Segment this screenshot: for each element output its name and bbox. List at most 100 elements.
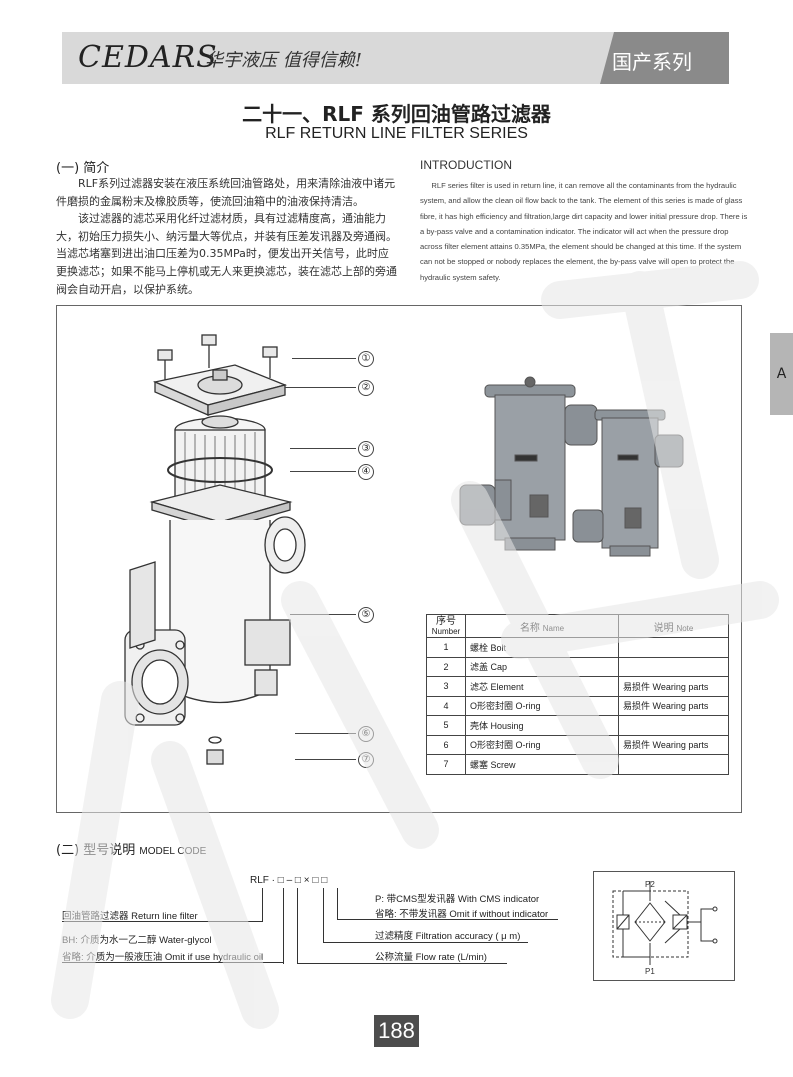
model-line-acc-h <box>323 942 528 943</box>
callout-leader-6 <box>295 733 356 734</box>
model-omit-medium: 省略: 介质为一般液压油 Omit if use hydraulic oil <box>62 949 263 963</box>
callout-leader-3 <box>290 448 356 449</box>
row-name-en: Bolt <box>490 642 507 653</box>
header-note-en: Note <box>676 623 694 633</box>
row-note <box>618 754 729 775</box>
series-tag: 国产系列 <box>612 50 692 74</box>
intro-en-text: RLF series filter is used in return line… <box>420 181 748 282</box>
model-line-flow <box>297 888 298 964</box>
row-note-en: Wearing parts <box>652 681 709 692</box>
row-note: 易损件 Wearing parts <box>618 695 729 716</box>
intro-cn-paragraph-2: 该过滤器的滤芯采用化纤过滤材质，具有过滤精度高，通油能力大，初始压力损失小、纳污… <box>56 212 397 296</box>
hydraulic-schematic: P2 P1 <box>593 871 735 981</box>
row-name-en: Cap <box>490 662 508 673</box>
row-number: 2 <box>426 656 466 677</box>
row-note-cn: 易损件 <box>623 740 651 751</box>
page-number: 188 <box>374 1015 419 1047</box>
row-name-cn: 滤芯 <box>470 681 489 692</box>
callout-leader-5 <box>290 614 356 615</box>
parts-table: 序号 Number 名称 Name 说明 Note 1 螺栓 Bolt 2 滤盖… <box>426 614 729 775</box>
row-number: 6 <box>426 734 466 755</box>
row-name: O形密封圈 O-ring <box>465 695 619 716</box>
row-number: 1 <box>426 637 466 658</box>
row-name: 螺塞 Screw <box>465 754 619 775</box>
row-name-en: O-ring <box>515 740 541 751</box>
model-omit-indicator: 省略: 不带发讯器 Omit if without indicator <box>375 906 548 920</box>
table-row: 5 壳体 Housing <box>426 715 729 736</box>
row-note: 易损件 Wearing parts <box>618 734 729 755</box>
callout-leader-4 <box>290 471 356 472</box>
table-row: 2 滤盖 Cap <box>426 656 729 677</box>
model-flow-en: Flow rate (L/min) <box>415 952 487 963</box>
model-flow-cn: 公称流量 <box>375 952 414 963</box>
row-name-cn: 螺栓 <box>470 642 489 653</box>
page-title: 二十一、RLF 系列回油管路过滤器 <box>242 102 551 126</box>
row-name: 壳体 Housing <box>465 715 619 736</box>
model-line-rlf <box>262 888 263 922</box>
model-code-heading-cn: (二) 型号说明 <box>56 843 136 858</box>
model-bh-en: Water-glycol <box>159 935 212 946</box>
exploded-view-drawing <box>124 334 306 765</box>
intro-en-heading: INTRODUCTION <box>420 158 512 172</box>
row-number: 5 <box>426 715 466 736</box>
model-line-p <box>337 888 338 920</box>
model-filtration: 过滤精度 Filtration accuracy ( μ m) <box>375 928 520 942</box>
model-line-acc <box>323 888 324 943</box>
row-number: 3 <box>426 676 466 697</box>
row-note: 易损件 Wearing parts <box>618 676 729 697</box>
row-note-en: Wearing parts <box>652 701 709 712</box>
model-omit-medium-en: Omit if use hydraulic oil <box>164 952 264 963</box>
callout-4: ④ <box>358 464 374 480</box>
model-return-filter-en: Return line filter <box>131 911 198 922</box>
bolt-1 <box>157 349 173 382</box>
row-note-en: Wearing parts <box>652 740 709 751</box>
row-name: 滤盖 Cap <box>465 656 619 677</box>
row-name-cn: 滤盖 <box>470 662 489 673</box>
row-name-cn: 壳体 <box>470 720 489 731</box>
callout-6: ⑥ <box>358 726 374 742</box>
intro-cn-text: RLF系列过滤器安装在液压系统回油管路处，用来清除油液中诸元件磨损的金属粉末及橡… <box>56 175 398 298</box>
row-name-en: O-ring <box>515 701 541 712</box>
product-photo <box>459 376 684 557</box>
callout-2: ② <box>358 380 374 396</box>
model-code-heading-en: MODEL CODE <box>139 846 207 857</box>
model-line-p-h <box>337 919 558 920</box>
model-omit-indicator-en: Omit if without indicator <box>449 909 549 920</box>
table-row: 4 O形密封圈 O-ring 易损件 Wearing parts <box>426 695 729 716</box>
intro-cn-paragraph-1: RLF系列过滤器安装在液压系统回油管路处，用来清除油液中诸元件磨损的金属粉末及橡… <box>56 177 396 208</box>
callout-leader-1 <box>292 358 356 359</box>
callout-leader-2 <box>285 387 356 388</box>
row-name: 滤芯 Element <box>465 676 619 697</box>
table-row: 1 螺栓 Bolt <box>426 637 729 658</box>
brand-logo: CEDARS <box>78 40 218 75</box>
row-note <box>618 656 729 677</box>
callout-3: ③ <box>358 441 374 457</box>
page-subtitle: RLF RETURN LINE FILTER SERIES <box>265 125 528 142</box>
model-omit-indicator-cn: 省略: 不带发讯器 <box>375 909 447 920</box>
row-note-cn: 易损件 <box>623 701 651 712</box>
schematic-p1-label: P1 <box>645 967 655 976</box>
slogan: 华宇液压 值得信赖! <box>205 50 362 71</box>
callout-7: ⑦ <box>358 752 374 768</box>
table-header-row: 序号 Number 名称 Name 说明 Note <box>426 614 729 638</box>
row-name-en: Screw <box>490 759 516 770</box>
model-return-filter: 回油管路过滤器 Return line filter <box>62 908 198 922</box>
header-name: 名称 Name <box>465 614 619 638</box>
table-row: 7 螺塞 Screw <box>426 754 729 775</box>
intro-cn-heading: (一) 简介 <box>56 161 110 176</box>
header-name-en: Name <box>542 623 565 633</box>
model-line-medium <box>283 888 284 964</box>
header-note-cn: 说明 <box>653 622 674 634</box>
row-name-cn: O形密封圈 <box>470 701 514 712</box>
callout-leader-7 <box>295 759 356 760</box>
model-bh-cn: BH: 介质为水一乙二醇 <box>62 935 157 946</box>
model-code-heading: (二) 型号说明 MODEL CODE <box>56 839 206 858</box>
row-note <box>618 715 729 736</box>
row-name-en: Element <box>490 681 524 692</box>
callout-1: ① <box>358 351 374 367</box>
row-name-cn: 螺塞 <box>470 759 489 770</box>
header-number-cn: 序号 <box>436 616 456 627</box>
header-number-en: Number <box>431 627 461 636</box>
model-return-filter-cn: 回油管路过滤器 <box>62 911 129 922</box>
row-note <box>618 637 729 658</box>
